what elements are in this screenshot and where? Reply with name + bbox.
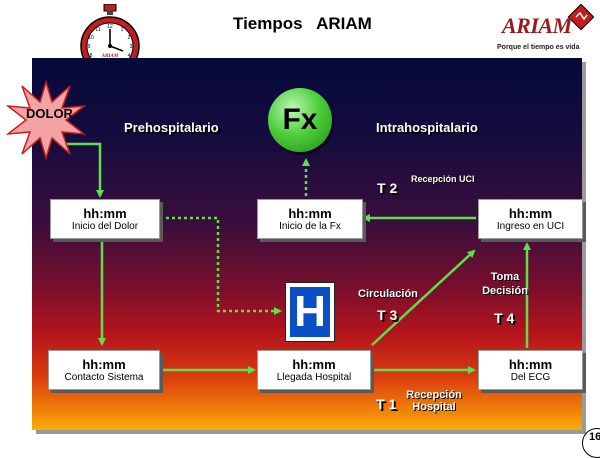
time-value: hh:mm [292,356,336,372]
stopwatch-badge: ARIAM [101,54,119,59]
svg-text:11: 11 [95,27,100,33]
box-label: Llegada Hospital [276,371,352,383]
svg-text:3: 3 [130,44,133,50]
interval-t4-label: T 4 [494,310,515,326]
pain-burst-icon [6,80,86,160]
logo-text: ARIAM [502,13,572,38]
svg-text:8: 8 [90,53,93,59]
box-ecg: hh:mm Del ECG [478,350,583,390]
svg-text:2: 2 [128,35,131,41]
page-number: 16 [582,428,600,458]
box-label: Ingreso en UCI [496,220,565,232]
box-label: Inicio del Dolor [71,220,139,232]
box-label: Inicio de la Fx [279,220,341,232]
time-value: hh:mm [82,356,126,372]
box-llegada-hospital: hh:mm Llegada Hospital [257,350,371,390]
flow-arrows [62,142,531,374]
box-contacto-sistema: hh:mm Contacto Sistema [48,350,160,390]
section-prehospital: Prehospitalario [124,120,219,135]
time-value: hh:mm [83,205,127,221]
box-inicio-fx: hh:mm Inicio de la Fx [257,199,363,239]
time-value: hh:mm [508,356,553,372]
hospital-letter: H [290,287,330,337]
arrow-dolor-to-inicio [62,142,104,198]
interval-t3-label: T 3 [377,307,398,323]
time-value: hh:mm [288,205,332,221]
box-inicio-dolor: hh:mm Inicio del Dolor [50,199,160,239]
page-title: Tiempos ARIAM [233,14,372,33]
hospital-icon: H [285,282,335,342]
interval-t1-desc: Recepción Hospital [406,389,462,413]
box-label: Del ECG [510,371,551,383]
box-ingreso-uci: hh:mm Ingreso en UCI [478,199,583,239]
time-value: hh:mm [508,205,553,221]
interval-t2-label: T 2 [377,180,398,196]
pain-label: DOLOR [26,106,73,121]
box-label: Contacto Sistema [64,371,144,383]
ariam-logo-icon [567,4,594,31]
section-intrahospital: Intrahospitalario [376,120,478,135]
arrow-llegada-to-uci [371,249,476,346]
arrow-inicio-to-hospital [160,216,282,315]
svg-text:10: 10 [88,35,94,41]
interval-t3-desc: Circulación [358,288,418,300]
logo-tagline: Porque el tiempo es vida [497,44,580,51]
svg-text:12: 12 [107,24,113,30]
interval-t1-label: T 1 [376,396,397,412]
svg-text:1: 1 [121,27,124,33]
interval-t4-desc: Toma Decisión [482,271,528,297]
svg-text:9: 9 [88,44,91,50]
interval-t2-desc: Recepción UCI [411,174,475,184]
fx-circle: Fx [268,88,332,152]
svg-text:4: 4 [128,53,131,59]
